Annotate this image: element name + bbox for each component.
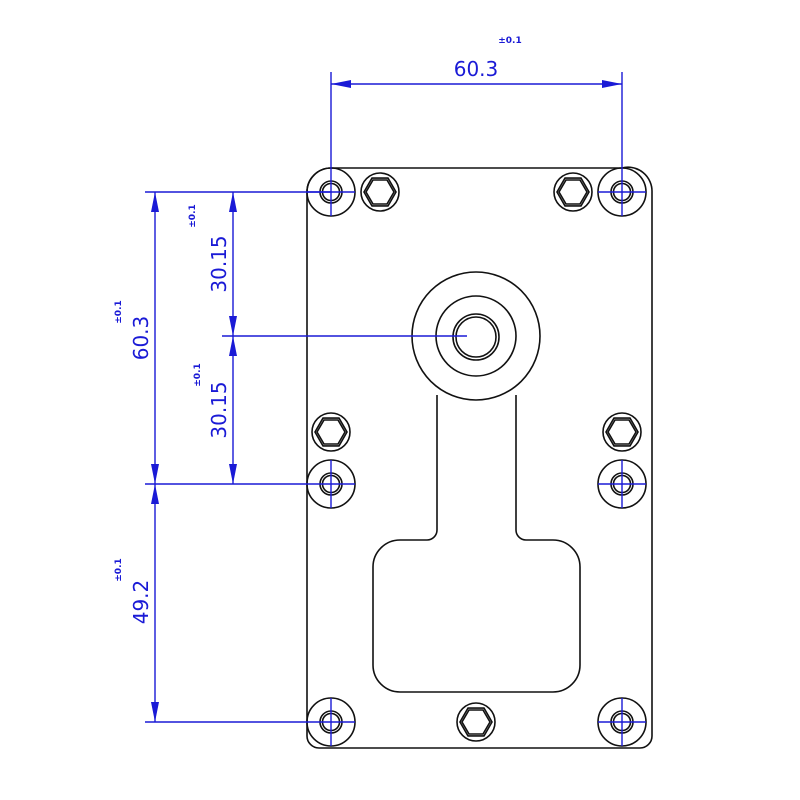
- hex-screw: [360, 172, 400, 212]
- hex-screw: [602, 412, 642, 452]
- dim-left-lower: 30.15: [207, 381, 231, 438]
- dim-top-width: 60.3: [454, 57, 499, 81]
- hex-screw: [553, 172, 593, 212]
- arm-outline: [372, 395, 581, 693]
- dim-left-upper-tolerance: ±0.1: [188, 204, 198, 227]
- hex-screw: [311, 412, 351, 452]
- dim-left-total-tolerance: ±0.1: [114, 300, 124, 323]
- dim-left-lower-tolerance: ±0.1: [193, 363, 203, 386]
- dim-left-bottom: 49.2: [129, 580, 153, 625]
- hex-screw: [456, 702, 496, 742]
- dim-left-upper: 30.15: [207, 235, 231, 292]
- shaft-boss: [411, 271, 541, 401]
- dim-left-bottom-tolerance: ±0.1: [114, 558, 124, 581]
- dim-top-width-tolerance: ±0.1: [498, 36, 521, 46]
- plate-outline: [306, 166, 653, 749]
- dim-left-total: 60.3: [129, 316, 153, 361]
- dimension-lines: [145, 72, 646, 746]
